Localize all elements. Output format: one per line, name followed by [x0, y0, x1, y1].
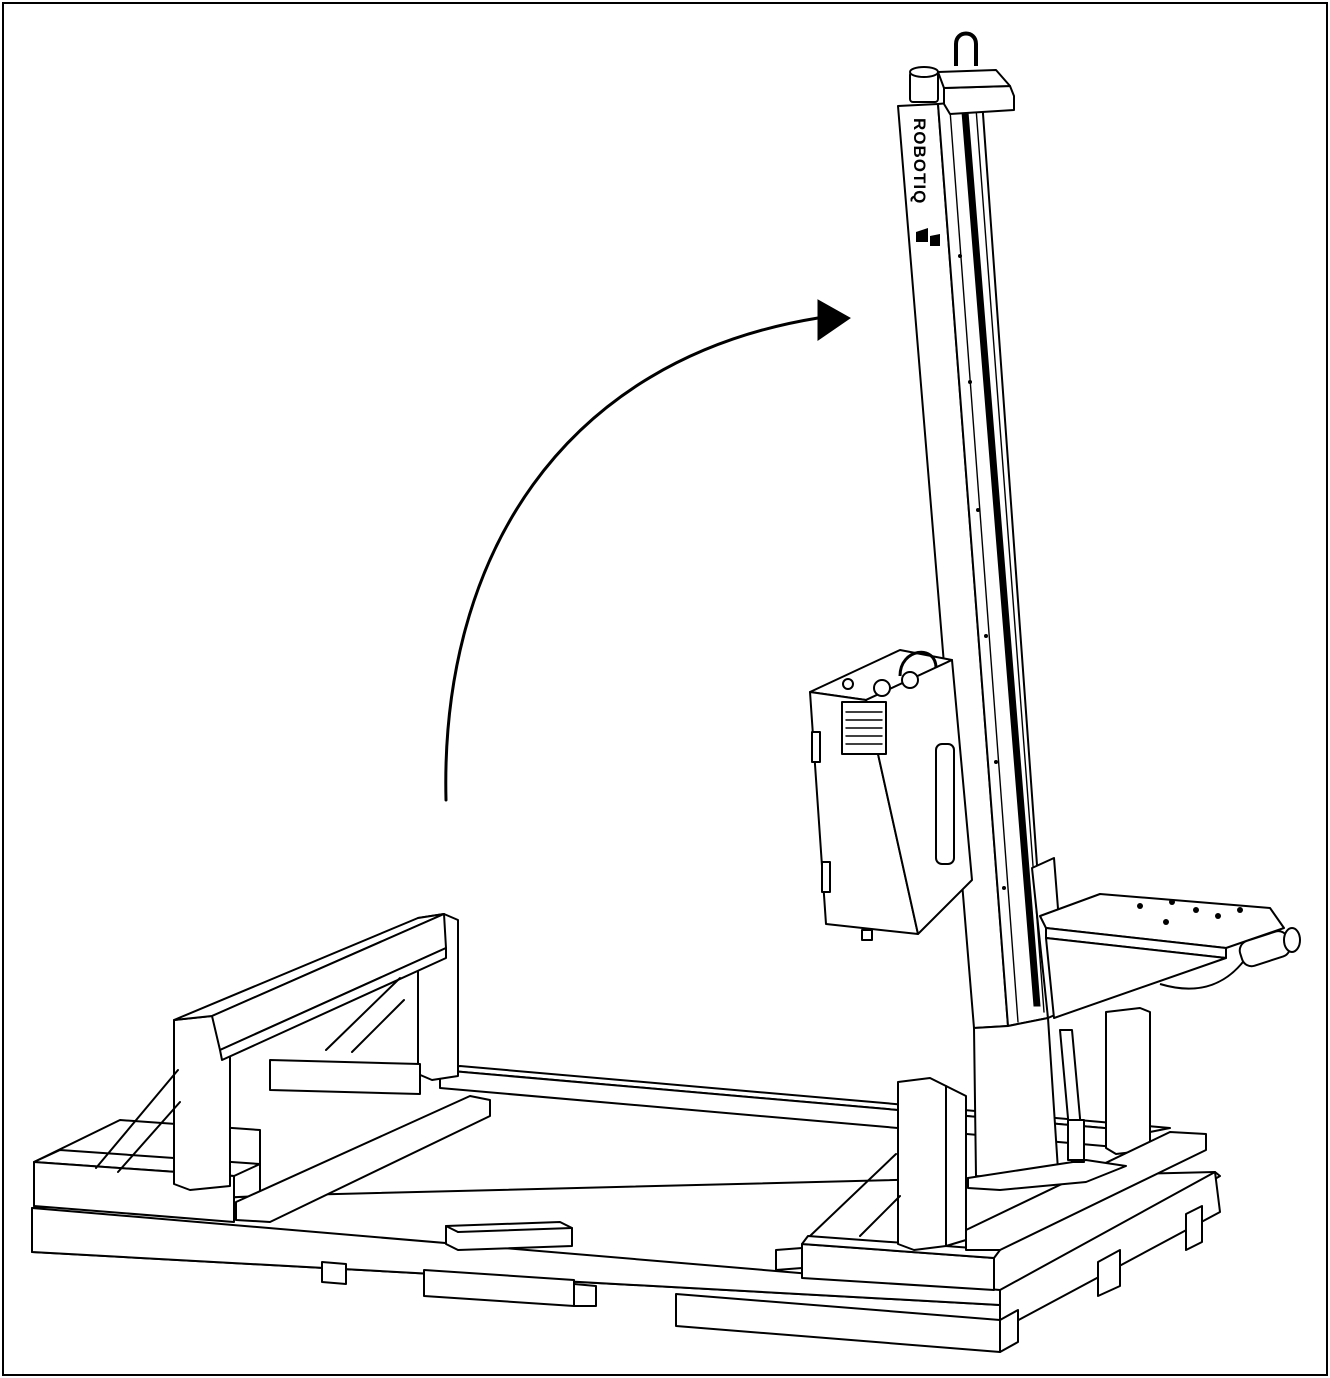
robot-mounting-carriage — [1031, 857, 1301, 1019]
column-cap-left-top — [909, 66, 939, 78]
control-box-side — [865, 659, 973, 935]
pallet-foot-3 — [573, 1283, 597, 1307]
right-brace-2 — [859, 1195, 901, 1237]
curved-arrow-icon — [444, 299, 851, 802]
left-brace-4 — [351, 999, 405, 1053]
lift-column: ROBOTIQ — [897, 31, 1127, 1191]
pallet-foot-6 — [1097, 1249, 1121, 1297]
box-handle — [935, 743, 955, 865]
left-brace-2 — [117, 1101, 181, 1173]
connector-end — [1283, 927, 1301, 953]
hinge-top — [811, 731, 821, 763]
screw — [958, 254, 962, 258]
plate-hole — [1163, 919, 1169, 925]
floor-block-edge-2 — [457, 1227, 573, 1233]
screw — [976, 508, 980, 512]
actuator-clamp — [1067, 1119, 1085, 1161]
left-inner-rail — [235, 1095, 491, 1223]
pallet-right-face — [999, 1171, 1221, 1331]
screw — [984, 634, 988, 638]
pallet-foot-5 — [999, 1309, 1019, 1353]
right-post-front — [897, 1077, 947, 1251]
column-edge-line — [949, 109, 1019, 1023]
column-lower — [973, 1017, 1059, 1179]
right-end-rail — [965, 1131, 1207, 1251]
cable-gland — [842, 678, 854, 690]
left-brace-1 — [95, 1069, 179, 1169]
cable-gland — [901, 671, 919, 689]
plate-hole — [1193, 907, 1199, 913]
box-foot — [861, 929, 873, 941]
lifting-eye — [954, 31, 978, 66]
plate-hole — [1237, 907, 1243, 913]
floor-block-edge — [445, 1225, 459, 1233]
plate-hole — [1137, 903, 1143, 909]
box-cable — [898, 650, 938, 677]
right-brace-1 — [809, 1153, 897, 1237]
left-brace-3 — [325, 977, 401, 1051]
pallet-foot-7 — [1185, 1205, 1203, 1251]
screw — [994, 760, 998, 764]
small-spacer — [775, 1247, 803, 1271]
column-head-block — [943, 85, 1015, 115]
left-inner-frame — [269, 1059, 421, 1095]
left-lower-beam — [219, 947, 447, 1061]
column-foot-plate — [967, 1159, 1127, 1191]
right-post-side — [945, 1085, 967, 1247]
cable-gland — [873, 679, 891, 697]
column-head-top — [937, 69, 1011, 89]
right-post-rear — [1105, 1007, 1151, 1155]
plate-hole — [1169, 899, 1175, 905]
shipping-pallet — [31, 913, 1221, 1353]
plate-hole — [1215, 913, 1221, 919]
column-edge-line-2 — [975, 107, 1045, 1013]
brand-label: ROBOTIQ — [910, 118, 929, 204]
screw — [1002, 886, 1006, 890]
plate-gusset — [1045, 937, 1227, 1019]
pallet-foot-1 — [321, 1261, 347, 1285]
robotiq-logo-icon — [916, 228, 940, 246]
floor-block — [445, 1221, 573, 1251]
screw — [968, 380, 972, 384]
hinge-bottom — [821, 861, 831, 893]
control-box — [809, 649, 973, 941]
